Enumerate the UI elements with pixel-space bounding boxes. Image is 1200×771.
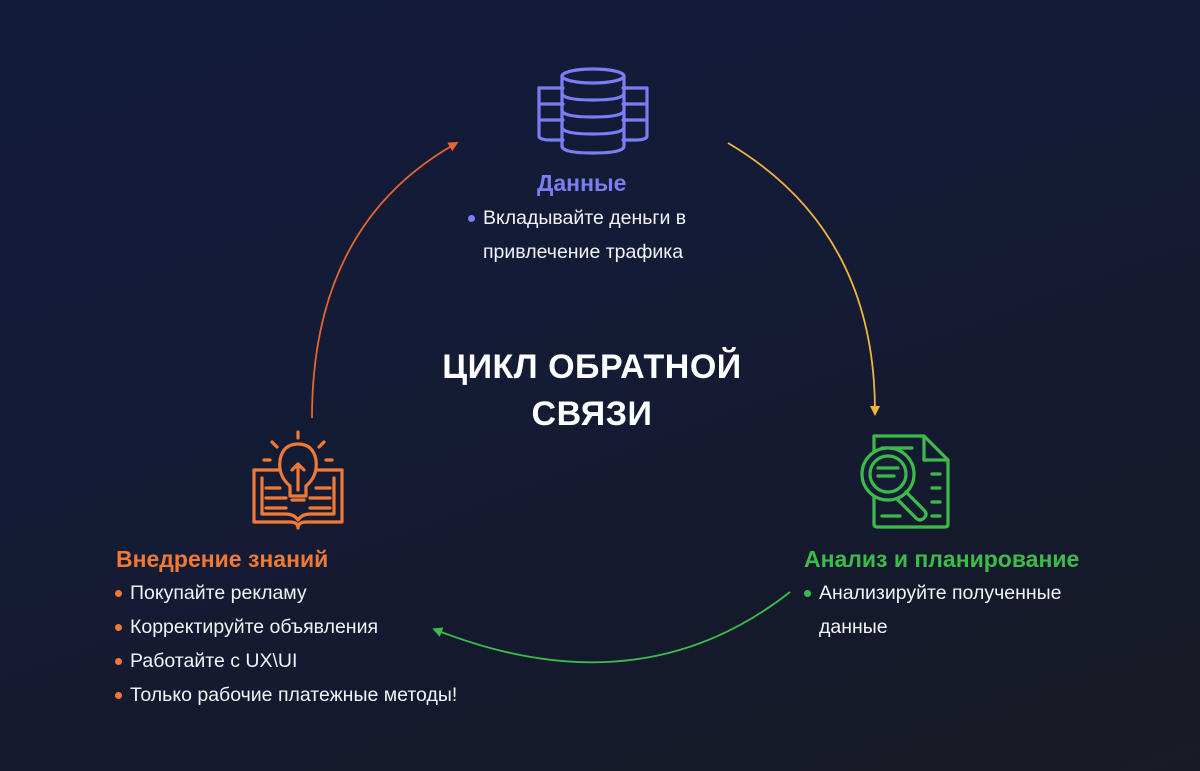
bullet-text-line: привлечение трафика: [483, 241, 684, 263]
knowledge-bullet-list: Покупайте рекламу Корректируйте объявлен…: [115, 576, 457, 712]
data-bullet-list: Вкладывайте деньги в привлечение трафика: [468, 201, 686, 269]
bullet-text-line: Анализируйте полученные: [819, 582, 1062, 604]
list-item: Работайте с UX\UI: [115, 644, 457, 678]
list-item: Вкладывайте деньги в привлечение трафика: [468, 201, 686, 269]
list-item: Покупайте рекламу: [115, 576, 457, 610]
list-item: Корректируйте объявления: [115, 610, 457, 644]
analysis-title: Анализ и планирование: [804, 546, 1080, 572]
knowledge-title: Внедрение знаний: [116, 546, 329, 572]
document-search-icon: [860, 434, 950, 529]
lightbulb-book-icon: [252, 430, 344, 530]
bullet-text-line: Вкладывайте деньги в: [483, 207, 687, 229]
center-title-line: ЦИКЛ ОБРАТНОЙ: [442, 348, 742, 386]
list-item: Анализируйте полученные данные: [804, 576, 1061, 644]
arrow-knowledge-to-data: [311, 142, 459, 419]
database-icon: [537, 67, 649, 155]
list-item: Только рабочие платежные методы!: [115, 678, 457, 712]
center-title-line: СВЯЗИ: [531, 395, 653, 433]
arrow-analysis-to-knowledge: [432, 591, 791, 664]
arrow-data-to-analysis: [727, 142, 880, 416]
center-title: ЦИКЛ ОБРАТНОЙ СВЯЗИ: [392, 344, 792, 438]
data-title: Данные: [537, 170, 627, 196]
bullet-text-line: данные: [819, 616, 888, 638]
analysis-bullet-list: Анализируйте полученные данные: [804, 576, 1061, 644]
